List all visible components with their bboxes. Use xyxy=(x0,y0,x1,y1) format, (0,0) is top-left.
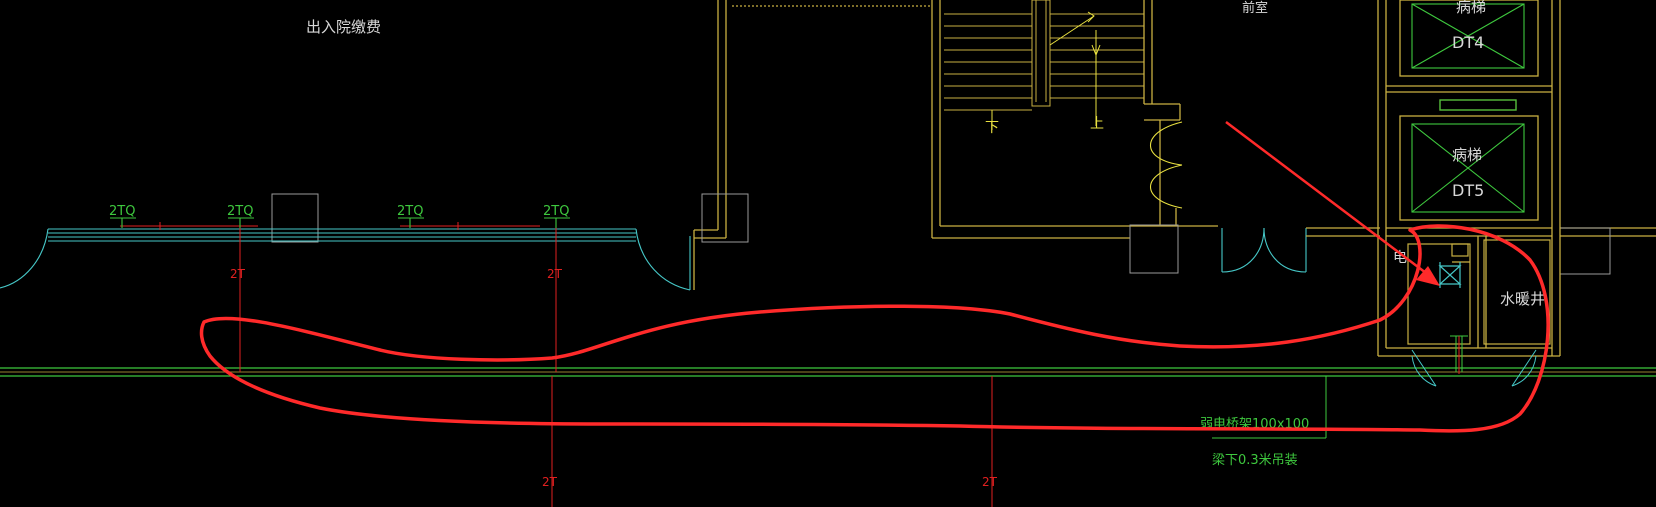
fixture-tag-3: 2TQ xyxy=(397,204,423,219)
room-label-admission: 出入院缴费 xyxy=(306,18,381,36)
water-heating-shaft xyxy=(1483,239,1551,345)
column-box-mid xyxy=(1129,224,1179,274)
column-box-left xyxy=(271,193,749,243)
room-label-water-heating: 水暖井 xyxy=(1500,290,1545,308)
elevator-core-walls xyxy=(1377,0,1561,357)
stair-down-label: 下 xyxy=(985,120,999,136)
annotation-arrow-icon xyxy=(1225,121,1440,286)
fixture-tag-2: 2TQ xyxy=(227,204,253,219)
storefront-red-segments xyxy=(120,222,540,230)
cable-tag-3: 2T xyxy=(542,475,558,489)
valve-symbol-icon xyxy=(1438,262,1462,288)
cable-lines xyxy=(239,228,993,507)
stair-direction-arrows xyxy=(991,11,1101,130)
corridor-lines xyxy=(0,367,1656,377)
elevator-shaft-crosses xyxy=(1411,3,1525,213)
corridor-doors xyxy=(1221,227,1307,273)
fixture-tag-1: 2TQ xyxy=(109,204,135,219)
elevator-dt5-id: DT5 xyxy=(1452,181,1484,200)
elevator-dt5-name: 病梯 xyxy=(1452,146,1482,164)
fixture-2tq-group xyxy=(110,217,570,228)
markup-highlight-loop xyxy=(199,224,1550,433)
cable-tag-2: 2T xyxy=(547,267,563,281)
room-label-electric: 电 xyxy=(1393,250,1407,266)
cable-tag-4: 2T xyxy=(982,475,998,489)
elevator-dt4-id: DT4 xyxy=(1452,33,1484,52)
stair-up-label: 上 xyxy=(1090,116,1104,132)
admission-room-walls xyxy=(693,0,727,290)
fixture-tag-4: 2TQ xyxy=(543,204,569,219)
corridor-north-wall xyxy=(1306,227,1656,275)
stair-treads xyxy=(944,0,1144,111)
elevator-dt4-name: 病梯 xyxy=(1456,0,1486,16)
electric-room xyxy=(1407,243,1471,345)
tray-mount-label: 梁下0.3米吊装 xyxy=(1212,453,1298,468)
core-doors xyxy=(1411,349,1537,387)
room-label-front: 前室 xyxy=(1242,0,1268,16)
storefront-glazing xyxy=(0,228,691,291)
cable-tag-1: 2T xyxy=(230,267,246,281)
stairwell-walls xyxy=(931,0,1218,239)
stair-door xyxy=(1150,121,1183,209)
